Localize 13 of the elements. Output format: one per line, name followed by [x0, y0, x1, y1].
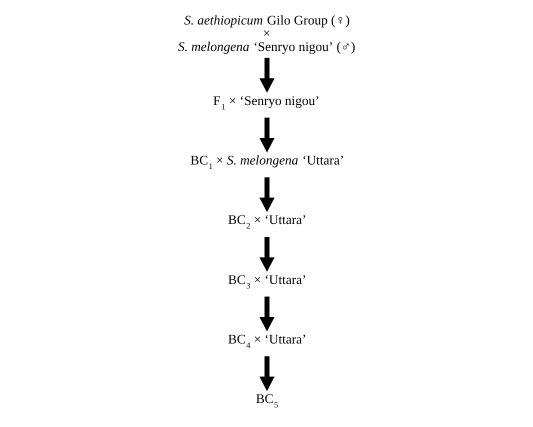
arrow — [258, 58, 274, 93]
arrow — [258, 177, 274, 212]
node-text: BC$_{4}$ × ‘Uttara’ — [228, 331, 306, 350]
node-text: F$_{1}$ × ‘Senryo nigou’ — [212, 92, 320, 112]
arrow — [258, 118, 274, 152]
arrow — [258, 236, 274, 272]
arrow — [258, 356, 274, 392]
node-text: BC$_{5}$ — [255, 391, 278, 410]
node-text: S. aethiopicum Gilo Group (♀) × S. melongena ‘Senryo nigou’ (♂) — [177, 12, 355, 54]
node-text: BC$_{3}$ × ‘Uttara’ — [228, 272, 306, 290]
arrow — [258, 296, 274, 332]
node-text: BC$_{2}$ × ‘Uttara’ — [228, 212, 306, 231]
node-text: BC$_{1}$ × S. melongena ‘Uttara’ — [190, 152, 344, 171]
